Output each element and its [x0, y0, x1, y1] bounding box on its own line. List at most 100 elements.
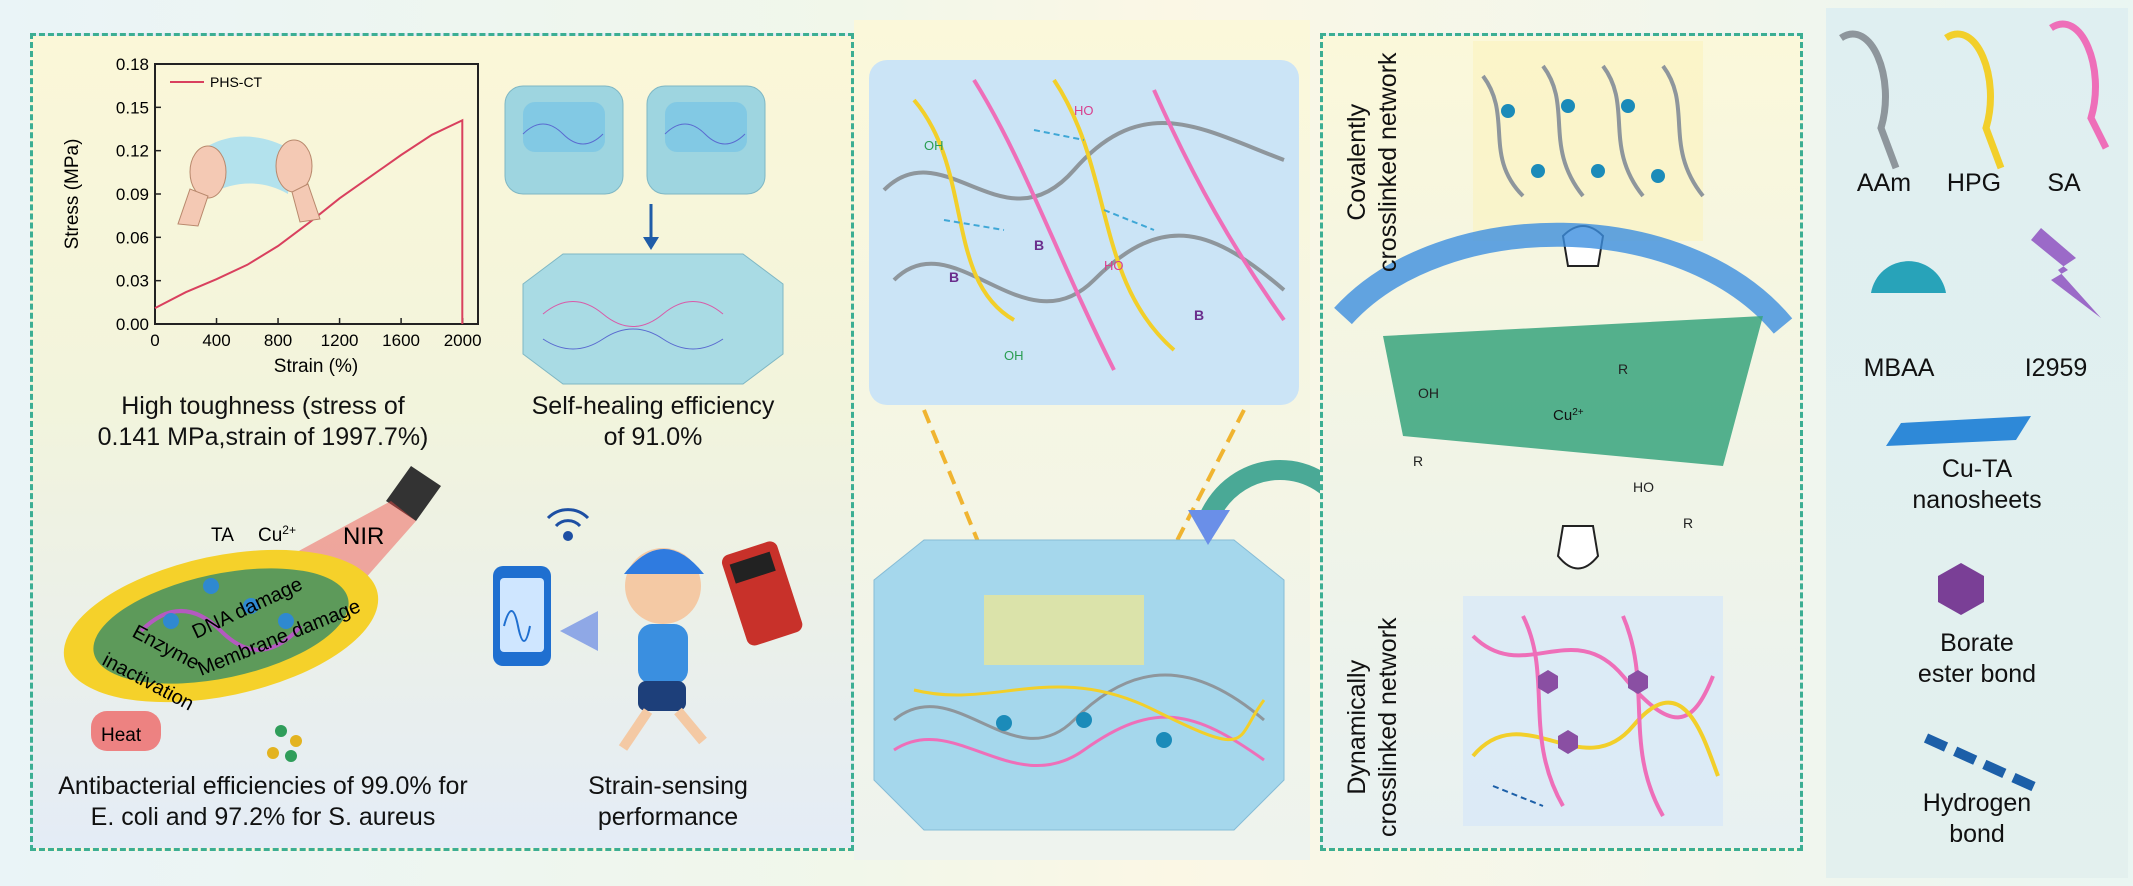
heat-label: Heat [101, 725, 142, 746]
y-tick-label: 0.03 [116, 272, 149, 291]
antibacterial-caption: Antibacterial efficiencies of 99.0% for … [43, 771, 483, 834]
hydrogel-block [873, 539, 1285, 831]
legend-i2959: I2959 [2024, 354, 2088, 382]
network-mechanism-illustration: OH R Cu2+ R HO R [1334, 41, 1793, 826]
legend-cu-ta-line2: nanosheets [1912, 486, 2042, 515]
wifi-icon [546, 508, 590, 541]
x-tick-label: 1600 [382, 331, 420, 350]
strain-sensing-caption: Strain-sensing performance [553, 771, 783, 834]
lower-hand-icon [1556, 525, 1600, 570]
x-tick-label: 1200 [321, 331, 359, 350]
legend-symbols [1839, 20, 2110, 795]
heat-glow [91, 711, 161, 751]
hydroxyl-label-3: HO [1104, 258, 1124, 273]
legend-cu-ta: Cu-TA nanosheets [1877, 454, 2077, 517]
toughness-caption-line2: 0.141 MPa,strain of 1997.7%) [97, 423, 429, 452]
covalent-label-line1: Covalently [1342, 103, 1371, 221]
toughness-caption: High toughness (stress of 0.141 MPa,stra… [53, 391, 473, 454]
dynamic-network-label: Dynamically crosslinked network [1342, 607, 1405, 847]
antibacterial-illustration: TA Cu2+ NIR Enzyme inactivation DNA dama… [63, 466, 441, 762]
chem-cu-charge: 2+ [1572, 407, 1584, 418]
boron-label-3: B [1194, 307, 1204, 323]
hydrogel-structure-panel: B B B OH HO HO OH [854, 20, 1310, 860]
self-healing-caption-line2: of 91.0% [603, 423, 703, 452]
released-ions [267, 725, 302, 762]
legend-hydrogen-bond: Hydrogen bond [1877, 788, 2077, 851]
legend-hydrogen-bond-line1: Hydrogen [1922, 789, 2032, 817]
covalent-label-line2: crosslinked network [1374, 52, 1402, 273]
mbaa-shell-icon [1871, 261, 1946, 293]
cu-ion-text: Cu [258, 525, 282, 546]
y-tick-label: 0.15 [116, 98, 149, 117]
sa-chain-icon [2049, 20, 2110, 150]
hpg-chain-icon [1944, 30, 2005, 170]
strain-sensing-caption-line1: Strain-sensing [588, 772, 748, 800]
x-tick-label: 2000 [444, 331, 482, 350]
legend-borate-line1: Borate [1940, 629, 2014, 657]
cu-ta-complex: OH R Cu2+ R HO R [1334, 222, 1793, 531]
chem-r-2: R [1413, 453, 1423, 469]
y-tick-label: 0.09 [116, 185, 149, 204]
y-tick-label: 0.18 [116, 55, 149, 74]
strain-sensing-illustration [493, 508, 803, 751]
arrow-to-phone-icon [560, 611, 598, 651]
aam-chain-icon [1839, 30, 1900, 170]
x-tick-label: 800 [264, 331, 292, 350]
smartphone-icon [493, 566, 551, 666]
self-healing-illustration [504, 85, 784, 385]
bacterium [63, 549, 379, 703]
legend-cu-ta-line1: Cu-TA [1941, 455, 2013, 483]
healed-gel-block [522, 253, 784, 385]
self-healing-caption: Self-healing efficiency of 91.0% [493, 391, 813, 454]
network-mechanism-panel: OH R Cu2+ R HO R Covalently crosslinked … [1320, 33, 1803, 851]
y-tick-label: 0.00 [116, 315, 149, 334]
nir-label: NIR [343, 523, 384, 550]
running-child-figure [618, 548, 707, 751]
hydroxyl-label-4: OH [1004, 348, 1024, 363]
cu-ion-label: Cu2+ [258, 523, 296, 546]
y-axis-label: Stress (MPa) [62, 139, 83, 250]
gel-cube-right [646, 85, 766, 195]
toughness-caption-line1: High toughness (stress of [121, 392, 405, 420]
stress-strain-chart: 0.00 0.03 0.06 0.09 0.12 0.15 0.18 0 400 800 1200… [62, 55, 482, 377]
zoom-line-left [922, 409, 1006, 606]
legend-mbaa: MBAA [1863, 354, 1935, 382]
antibacterial-caption-line1: Antibacterial efficiencies of 99.0% for [58, 772, 468, 800]
covalent-network [1473, 41, 1705, 241]
legend-aam: AAm [1856, 169, 1912, 197]
cu-ion-charge: 2+ [282, 523, 296, 537]
gel-cube-left [504, 85, 624, 195]
y-tick-label: 0.12 [116, 142, 149, 161]
y-tick-label: 0.06 [116, 228, 149, 247]
legend-borate: Borate ester bond [1877, 628, 2077, 691]
chem-cu-text: Cu [1553, 407, 1572, 424]
dynamic-network [1463, 596, 1723, 826]
x-tick-label: 400 [202, 331, 230, 350]
chem-oh-1: OH [1418, 385, 1439, 401]
ta-label: TA [211, 525, 234, 546]
multimeter-icon [721, 541, 803, 646]
strain-sensing-caption-line2: performance [597, 803, 739, 832]
hydrogel-structure-illustration: B B B OH HO HO OH [869, 60, 1299, 831]
hydroxyl-label-1: OH [924, 138, 944, 153]
legend-panel: AAm HPG SA MBAA I2959 Cu-TA nanosheets B… [1826, 8, 2128, 878]
covalent-network-label: Covalently crosslinked network [1342, 42, 1405, 282]
i2959-lightning-icon [2031, 228, 2101, 318]
x-tick-label: 0 [150, 331, 159, 350]
boron-label-1: B [949, 269, 959, 285]
cu-ta-nanosheet-icon [1886, 416, 2031, 446]
chem-r-1: R [1618, 361, 1628, 377]
self-healing-caption-line1: Self-healing efficiency [531, 392, 775, 420]
dynamic-label-line2: crosslinked network [1374, 617, 1402, 838]
boron-label-2: B [1034, 237, 1044, 253]
dynamic-label-line1: Dynamically [1342, 659, 1371, 795]
legend-borate-line2: ester bond [1917, 660, 2037, 689]
antibacterial-caption-line2: E. coli and 97.2% for S. aureus [90, 803, 436, 832]
down-arrow-icon [643, 204, 659, 250]
borate-bond-icon [1938, 563, 1984, 615]
x-axis-label: Strain (%) [274, 356, 358, 377]
legend-hydrogen-bond-line2: bond [1949, 820, 2005, 849]
legend-sa: SA [2047, 169, 2081, 197]
stretched-gel-illustration [177, 136, 321, 227]
properties-panel: 0.00 0.03 0.06 0.09 0.12 0.15 0.18 0 400 800 1200… [30, 33, 854, 851]
